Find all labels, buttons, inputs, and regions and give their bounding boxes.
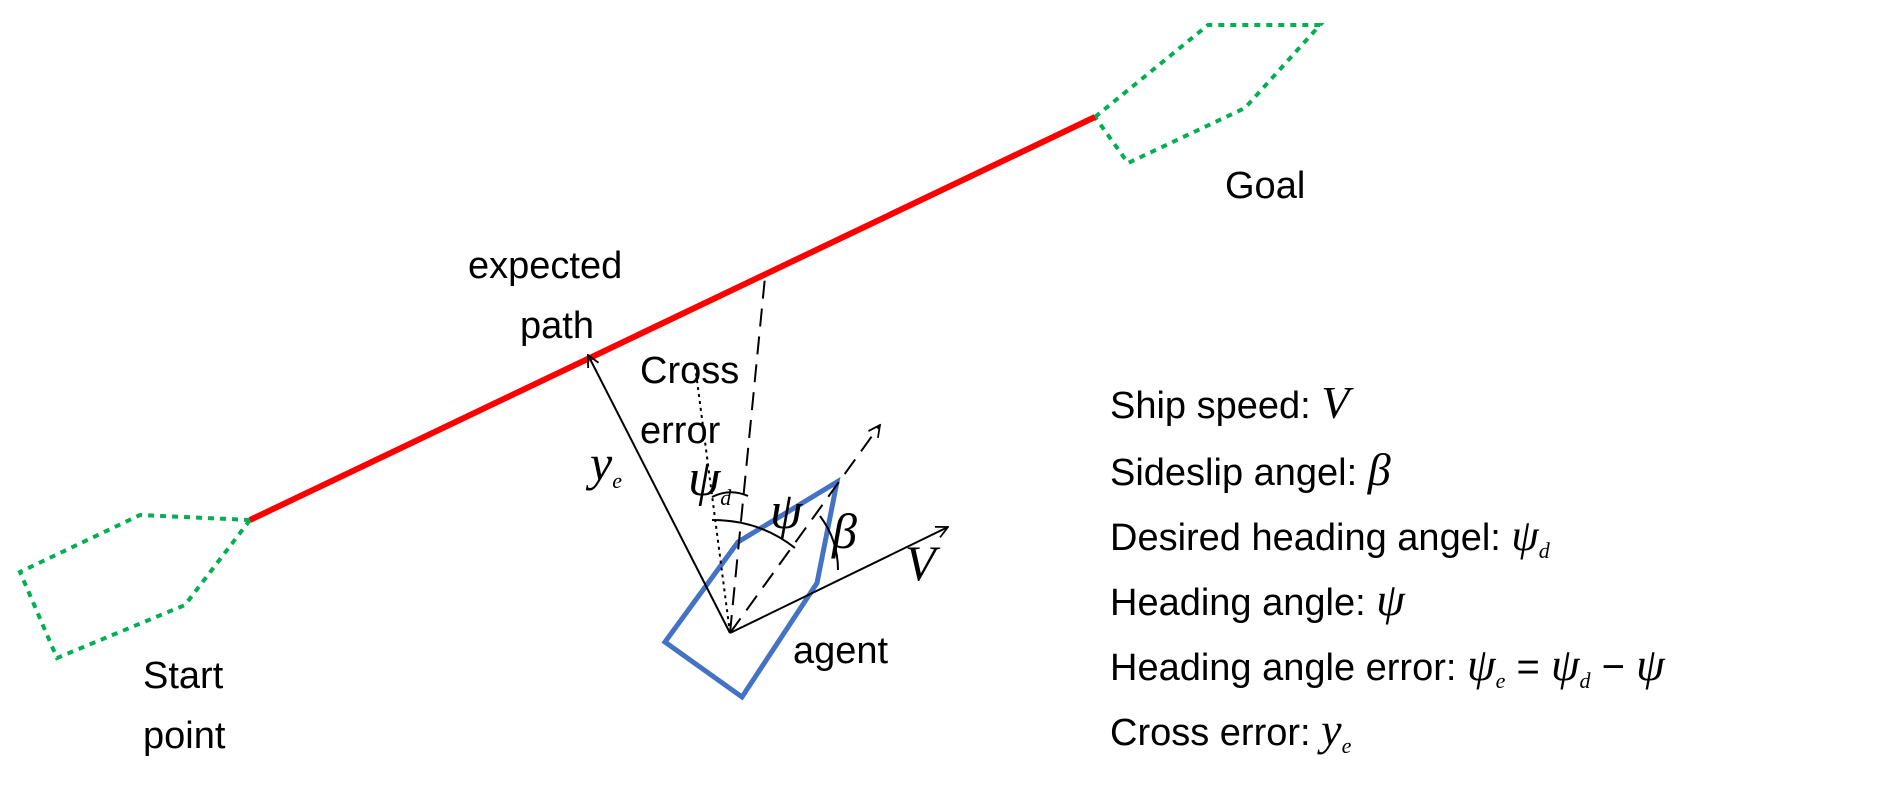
cross-error-vector [587,355,731,634]
start-label-line1: Start [143,655,224,697]
psi-angle-arc [711,519,796,549]
legend-desired-heading: Desired heading angel: ψd [1110,511,1551,563]
legend: Ship speed: V Sideslip angel: β Desired … [1110,377,1666,758]
legend-cross-error: Cross error: ye [1110,704,1352,758]
agent-label: agent [793,630,889,672]
start-waypoint [17,512,254,661]
desired-heading-line [729,276,766,634]
goal-label: Goal [1225,165,1305,207]
expected-path-label-line2: path [520,305,594,347]
reference-axis-line [694,364,731,634]
velocity-vector [729,527,948,634]
psi-d-angle-arc [711,491,749,498]
heading-symbol: ψ [770,483,804,540]
cross-error-label-line2: error [640,410,721,452]
velocity-symbol: V [905,535,941,591]
start-label-line2: point [143,715,226,757]
legend-heading: Heading angle: ψ [1110,574,1406,625]
legend-heading-error: Heading angle error: ψe = ψd − ψ [1110,639,1666,693]
legend-sideslip: Sideslip angel: β [1110,444,1391,495]
cross-error-symbol: ye [585,435,622,493]
expected-path-label-line1: expected [468,245,622,287]
cross-error-label-line1: Cross [640,350,739,392]
goal-waypoint [1092,23,1325,166]
sideslip-symbol: β [831,503,857,559]
heading-direction-arrow [729,425,880,634]
expected-path-line [248,114,1097,523]
agent-ship [661,476,841,701]
beta-angle-arc [819,515,839,571]
desired-heading-symbol: ψd [688,450,732,510]
legend-ship-speed: Ship speed: V [1110,377,1354,428]
